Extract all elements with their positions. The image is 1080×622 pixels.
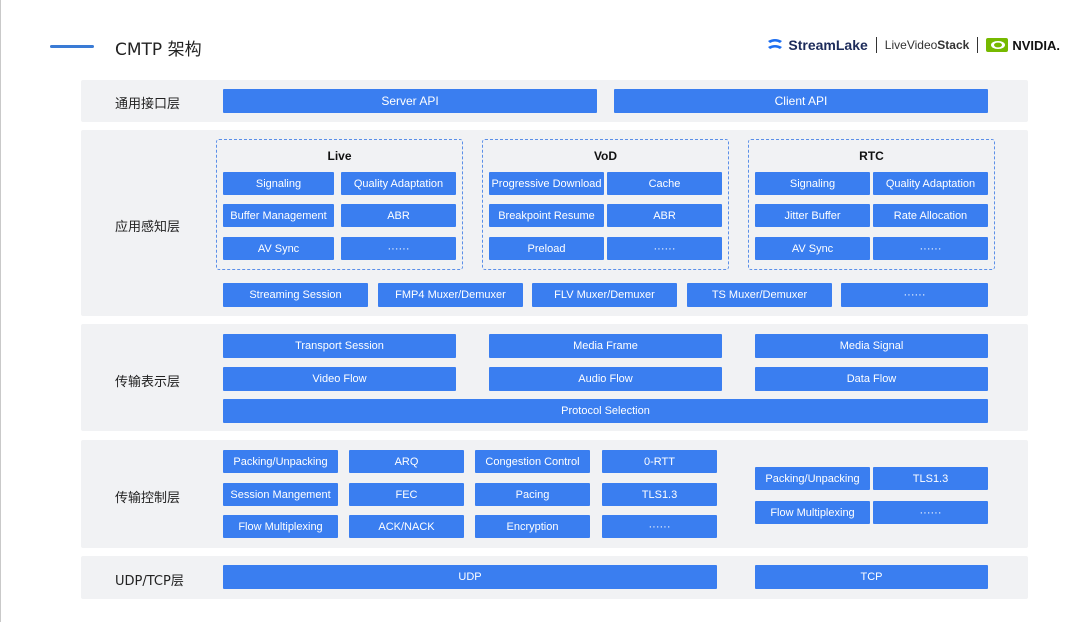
nvidia-eye-icon [986, 38, 1009, 52]
live-buffer-management-box: Buffer Management [223, 204, 334, 227]
tcp-packing-unpacking-box: Packing/Unpacking [755, 467, 870, 490]
page-title: CMTP 架构 [115, 40, 202, 60]
group-rtc [748, 139, 995, 270]
control-left-more-box: ······ [602, 515, 717, 538]
logo-bar: StreamLake LiveVideoStack NVIDIA. [766, 34, 1060, 56]
nvidia-logo-text: NVIDIA. [1012, 37, 1060, 53]
session-management-box: Session Mangement [223, 483, 338, 506]
streamlake-icon [768, 39, 783, 49]
client-api-box: Client API [614, 89, 988, 113]
udp-box: UDP [223, 565, 717, 589]
app-more-box: ······ [841, 283, 988, 307]
layer-label-api: 通用接口层 [115, 97, 181, 112]
live-quality-adaptation-box: Quality Adaptation [341, 172, 456, 195]
group-title-live: Live [327, 149, 352, 163]
layer-label-control: 传输控制层 [115, 491, 181, 506]
flow-multiplexing-box: Flow Multiplexing [223, 515, 338, 538]
rtc-av-sync-box: AV Sync [755, 237, 870, 260]
transport-session-box: Transport Session [223, 334, 456, 358]
nvidia-logo: NVIDIA. [986, 38, 1060, 53]
streamlake-logo-text: StreamLake [788, 37, 868, 53]
server-api-box: Server API [223, 89, 597, 113]
tls13-box: TLS1.3 [602, 483, 717, 506]
livevideostack-logo: LiveVideoStack [885, 39, 970, 51]
group-vod [482, 139, 729, 270]
live-abr-box: ABR [341, 204, 456, 227]
live-signaling-box: Signaling [223, 172, 334, 195]
logo-separator [875, 37, 877, 53]
streamlake-logo: StreamLake [766, 37, 868, 53]
arq-box: ARQ [349, 450, 464, 473]
title-accent-line [50, 45, 94, 48]
livevideostack-logo-prefix: Live [884, 38, 907, 52]
flv-muxer-box: FLV Muxer/Demuxer [532, 283, 677, 307]
fmp4-muxer-box: FMP4 Muxer/Demuxer [378, 283, 523, 307]
protocol-selection-box: Protocol Selection [223, 399, 988, 423]
data-flow-box: Data Flow [755, 367, 988, 391]
left-frame-border [0, 0, 1, 622]
logo-separator [977, 37, 979, 53]
congestion-control-box: Congestion Control [475, 450, 590, 473]
rtc-jitter-buffer-box: Jitter Buffer [755, 204, 870, 227]
group-live [216, 139, 463, 270]
group-title-rtc: RTC [859, 149, 884, 163]
zero-rtt-box: 0-RTT [602, 450, 717, 473]
pacing-box: Pacing [475, 483, 590, 506]
livevideostack-logo-suffix: Stack [937, 38, 970, 52]
vod-more-box: ······ [607, 237, 722, 260]
packing-unpacking-box: Packing/Unpacking [223, 450, 338, 473]
group-title-vod: VoD [593, 149, 618, 163]
vod-cache-box: Cache [607, 172, 722, 195]
fec-box: FEC [349, 483, 464, 506]
vod-abr-box: ABR [607, 204, 722, 227]
layer-label-presentation: 传输表示层 [115, 375, 181, 390]
media-frame-box: Media Frame [489, 334, 722, 358]
rtc-rate-allocation-box: Rate Allocation [873, 204, 988, 227]
audio-flow-box: Audio Flow [489, 367, 722, 391]
streaming-session-box: Streaming Session [223, 283, 368, 307]
control-right-more-box: ······ [873, 501, 988, 524]
vod-preload-box: Preload [489, 237, 604, 260]
ts-muxer-box: TS Muxer/Demuxer [687, 283, 832, 307]
rtc-signaling-box: Signaling [755, 172, 870, 195]
live-av-sync-box: AV Sync [223, 237, 334, 260]
live-more-box: ······ [341, 237, 456, 260]
layer-label-application: 应用感知层 [115, 220, 181, 235]
rtc-quality-adaptation-box: Quality Adaptation [873, 172, 988, 195]
tcp-box: TCP [755, 565, 988, 589]
encryption-box: Encryption [475, 515, 590, 538]
video-flow-box: Video Flow [223, 367, 456, 391]
tcp-flow-multiplexing-box: Flow Multiplexing [755, 501, 870, 524]
layer-label-transport: UDP/TCP层 [115, 574, 184, 589]
rtc-more-box: ······ [873, 237, 988, 260]
tcp-tls13-box: TLS1.3 [873, 467, 988, 490]
media-signal-box: Media Signal [755, 334, 988, 358]
vod-breakpoint-resume-box: Breakpoint Resume [489, 204, 604, 227]
vod-progressive-download-box: Progressive Download [489, 172, 604, 195]
ack-nack-box: ACK/NACK [349, 515, 464, 538]
livevideostack-logo-mid: Video [906, 38, 938, 52]
